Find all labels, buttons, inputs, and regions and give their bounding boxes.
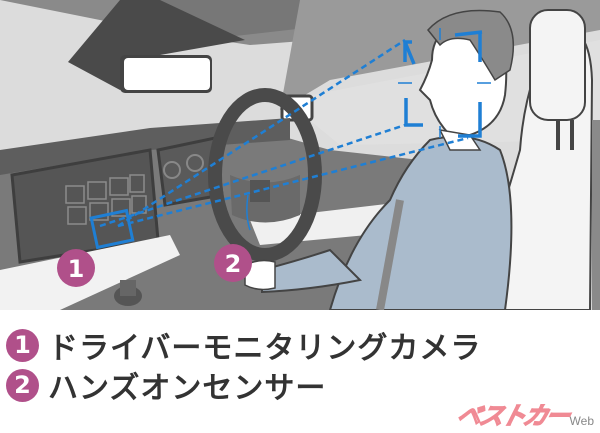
logo-suffix: Web bbox=[569, 414, 594, 428]
legend-number-badge: 1 bbox=[6, 328, 39, 362]
legend-item-hands-on-sensor: 2 ハンズオンセンサー bbox=[6, 363, 526, 407]
marker-2: 2 bbox=[214, 244, 252, 282]
rearview-mirror bbox=[68, 0, 245, 93]
legend-number-badge: 2 bbox=[6, 368, 39, 402]
camera-highlight-box bbox=[89, 208, 135, 250]
legend-item-driver-monitoring-camera: 1 ドライバーモニタリングカメラ bbox=[6, 323, 526, 367]
svg-text:1: 1 bbox=[68, 255, 85, 283]
face-detection-frame bbox=[398, 28, 491, 138]
driver-body bbox=[244, 135, 513, 310]
legend-label: ドライバーモニタリングカメラ bbox=[48, 331, 482, 366]
camera-sight-lines bbox=[99, 38, 469, 228]
legend-label: ハンズオンセンサー bbox=[48, 371, 327, 406]
marker-1: 1 bbox=[57, 249, 95, 287]
bestcar-web-logo: ベストカー Web bbox=[453, 396, 594, 431]
car-interior-illustration: 1 2 bbox=[0, 0, 600, 310]
svg-text:2: 2 bbox=[225, 250, 242, 278]
logo-mark: ベストカー bbox=[453, 401, 572, 430]
